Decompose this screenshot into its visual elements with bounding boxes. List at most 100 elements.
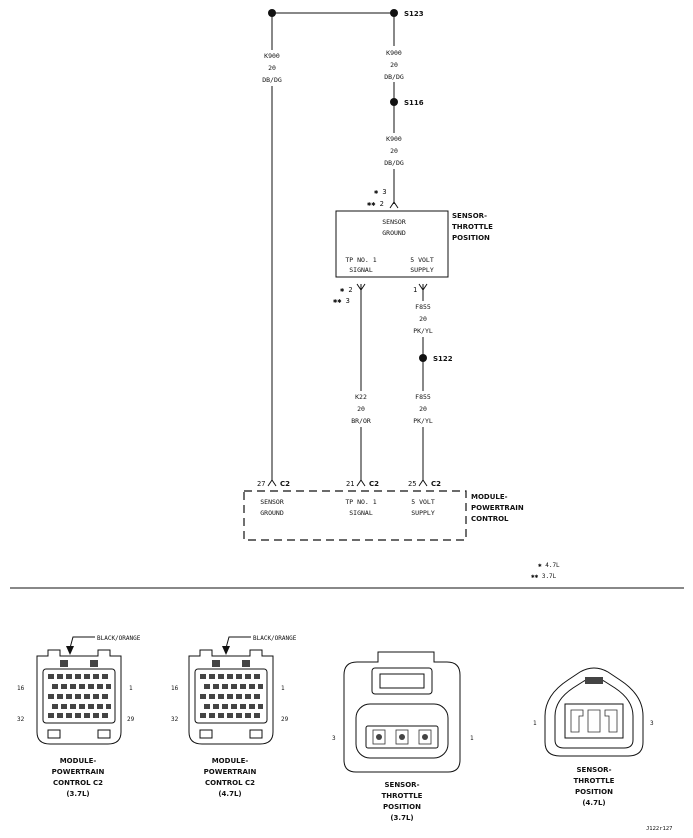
tps37-inner-face	[355, 703, 449, 759]
pcm37-lock-left	[47, 729, 61, 739]
pcm37-inner-face	[42, 668, 116, 724]
pcm-title-line2: POWERTRAIN	[471, 504, 524, 512]
tps47-pin-l-label: 1	[533, 720, 537, 727]
tps47-cavity-1	[570, 709, 584, 733]
pcm-pin-signal-chevron	[356, 479, 366, 487]
pcm-ground-line1: SENSOR	[260, 498, 284, 506]
pcm-supply-line2: SUPPLY	[411, 509, 435, 517]
connector-tps-47l: 1 3 SENSOR- THROTTLE POSITION (4.7L)	[533, 667, 654, 807]
tps47-cavity-3	[604, 709, 618, 733]
pcm37-pin-tr: 1	[129, 685, 133, 692]
wire-supply-upper-label-bg	[409, 301, 437, 337]
splice-node-s122	[419, 354, 427, 362]
wire-left-gauge: 20	[268, 64, 276, 72]
pcm47-housing	[188, 649, 274, 745]
pcm47-caption-3: CONTROL C2	[205, 779, 255, 787]
tps37-pin-l-label: 3	[332, 735, 336, 742]
pcm47-latch-left	[212, 660, 220, 667]
tps47-cavity-2	[587, 709, 601, 733]
pcm47-inner-face	[194, 668, 268, 724]
legend-line1: ✱ 4.7L	[537, 562, 560, 569]
sensor-pin-ground-chevron	[389, 201, 399, 209]
pcm37-housing	[36, 649, 122, 745]
wire-left-label-bg	[258, 50, 286, 86]
pcm-connector-ground: C2	[280, 480, 290, 488]
sensor-pin-supply: 1	[413, 286, 417, 294]
pcm47-latch-right	[242, 660, 250, 667]
tps37-caption-4: (3.7L)	[390, 814, 413, 822]
sensor-pin-signal-b: ✱✱ 3	[333, 297, 350, 305]
sensor-title-line1: SENSOR-	[452, 212, 487, 220]
tps37-pin-1	[422, 734, 428, 740]
wire-tp-signal-code: K22	[355, 393, 367, 401]
tps37-top-latch	[371, 667, 433, 695]
tps47-caption-3: POSITION	[575, 788, 613, 796]
pcm37-pin-bl: 32	[17, 716, 25, 723]
tps47-key	[585, 677, 603, 684]
wire-right-top-label-bg	[380, 46, 408, 82]
wire-right-top-gauge: 20	[390, 61, 398, 69]
pcm47-caption-2: POWERTRAIN	[204, 768, 257, 776]
sensor-pin-signal-a: ✱ 2	[340, 286, 353, 294]
pcm47-lock-left	[199, 729, 213, 739]
tps47-housing	[544, 667, 644, 757]
wire-supply-upper-gauge: 20	[419, 315, 427, 323]
pcm-module-box	[243, 490, 467, 541]
sensor-pin-ground-a: ✱ 3	[374, 188, 387, 196]
pcm37-leader-arrow	[66, 646, 74, 655]
pcm37-color-label: BLACK/ORANGE	[97, 635, 141, 642]
tps37-terminal-block	[365, 725, 439, 749]
pcm47-leader-arrow	[222, 646, 230, 655]
pcm-signal-line1: TP NO. 1	[345, 498, 376, 506]
sensor-signal-line1: TP NO. 1	[345, 256, 376, 264]
sensor-supply-line2: SUPPLY	[410, 266, 434, 274]
pcm-pin-supply: 25	[408, 480, 416, 488]
pcm47-pin-bl: 32	[171, 716, 179, 723]
tps47-terminal-block	[564, 703, 624, 739]
pcm37-caption-3: CONTROL C2	[53, 779, 103, 787]
tps47-caption-2: THROTTLE	[574, 777, 615, 785]
pcm-signal-line2: SIGNAL	[349, 509, 373, 517]
tps47-caption-4: (4.7L)	[582, 799, 605, 807]
splice-label-s123: S123	[404, 10, 424, 18]
wire-tp-signal-color: BR/OR	[351, 417, 371, 425]
pcm-connector-supply: C2	[431, 480, 441, 488]
tps47-pin-r-label: 3	[650, 720, 654, 727]
pcm37-pin-tl: 16	[17, 685, 25, 692]
wire-tp-signal-gauge: 20	[357, 405, 365, 413]
connector-pcm-c2-37l: BLACK/ORANGE 16 1 32 29 MODULE- POWERTRA…	[17, 635, 141, 798]
pcm-supply-line1: 5 VOLT	[411, 498, 435, 506]
pcm-connector-signal: C2	[369, 480, 379, 488]
wire-right-mid-gauge: 20	[390, 147, 398, 155]
pcm37-leader-line	[69, 636, 95, 649]
sensor-title-line2: THROTTLE	[452, 223, 493, 231]
sensor-signal-line2: SIGNAL	[349, 266, 373, 274]
pcm47-pin-tr: 1	[281, 685, 285, 692]
wire-right-mid-code: K900	[386, 135, 402, 143]
wire-right-mid-color: DB/DG	[384, 159, 404, 167]
sensor-pin-ground-b: ✱✱ 2	[367, 200, 384, 208]
wire-supply-lower-color: PK/YL	[413, 417, 433, 425]
pcm47-cavities	[200, 674, 263, 718]
connector-tps-37l: 3 1 SENSOR- THROTTLE POSITION (3.7L)	[332, 651, 474, 822]
pcm47-color-label: BLACK/ORANGE	[253, 635, 297, 642]
tps37-pin-2	[399, 734, 405, 740]
pcm-pin-signal: 21	[346, 480, 354, 488]
pcm47-lock-right	[249, 729, 263, 739]
sensor-ground-line1: SENSOR	[382, 218, 406, 226]
sensor-title-line3: POSITION	[452, 234, 490, 242]
wire-left-color: DB/DG	[262, 76, 282, 84]
pcm37-latch-left	[60, 660, 68, 667]
wire-supply-lower-label-bg	[409, 391, 437, 427]
pcm47-caption-1: MODULE-	[212, 757, 249, 765]
tps37-pin-3	[376, 734, 382, 740]
pcm-title-line1: MODULE-	[471, 493, 508, 501]
sensor-supply-line1: 5 VOLT	[410, 256, 434, 264]
pcm37-pin-br: 29	[127, 716, 135, 723]
wire-right-top-code: K900	[386, 49, 402, 57]
wire-supply-lower-gauge: 20	[419, 405, 427, 413]
pcm-ground-line2: GROUND	[260, 509, 284, 517]
wire-right-mid-label-bg	[380, 133, 408, 169]
tps37-caption-3: POSITION	[383, 803, 421, 811]
